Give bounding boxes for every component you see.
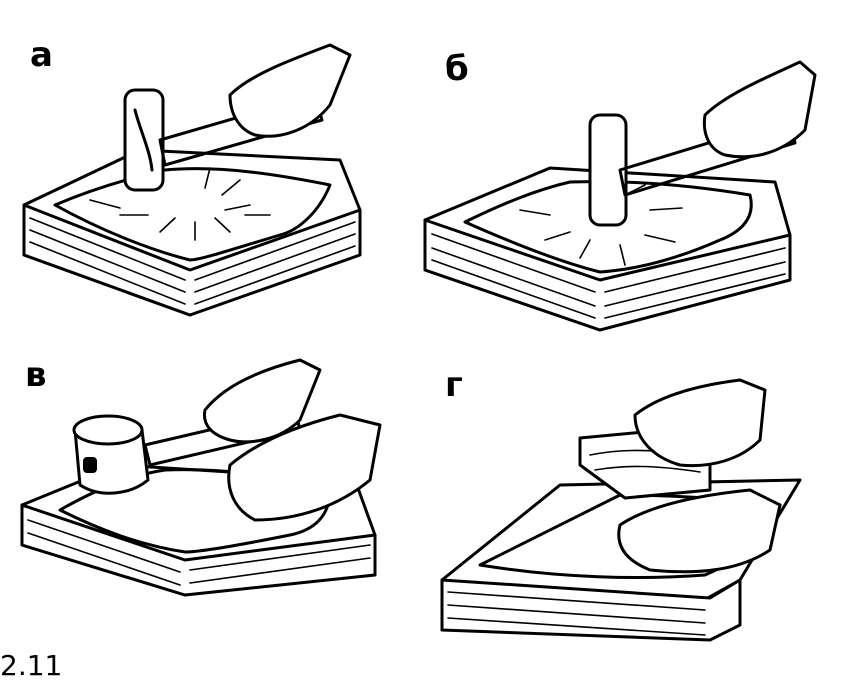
panel-a: а (0, 0, 420, 330)
panel-label: в (25, 355, 47, 395)
anvil-block-illustration (440, 378, 802, 642)
hand-icon (617, 488, 782, 574)
hand-icon (702, 60, 817, 159)
hand-icon (227, 413, 382, 522)
mallet-icon (72, 408, 302, 495)
panel-label: г (445, 365, 463, 405)
panel-b: б (420, 0, 840, 332)
panel-g: г (420, 330, 840, 660)
arrows-inward (89, 167, 271, 241)
panel-v: в (0, 330, 420, 660)
anvil-block-illustration (20, 358, 382, 597)
hand-icon (228, 43, 352, 138)
arrows-outward (519, 184, 683, 266)
hand-icon (633, 378, 767, 468)
panel-label: б (445, 49, 469, 89)
anvil-block-illustration (22, 43, 362, 317)
figure-caption: 2.11 (0, 649, 63, 682)
panel-label: а (30, 35, 53, 75)
anvil-block-illustration (423, 60, 817, 332)
